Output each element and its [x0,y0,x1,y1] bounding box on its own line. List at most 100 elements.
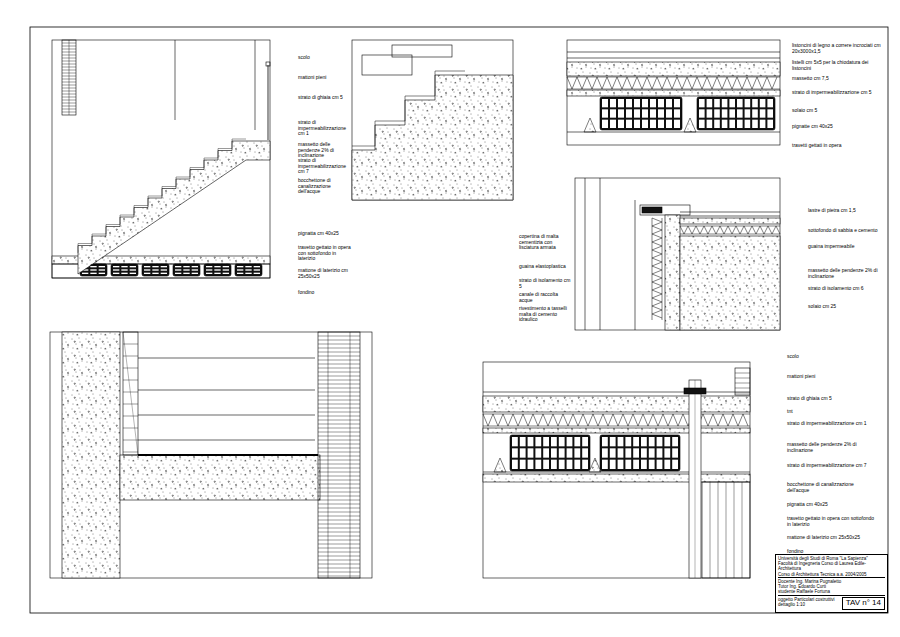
brick-joint [735,373,750,374]
brick-joint [318,572,360,573]
concrete-column [62,332,120,578]
drain-pipe [689,380,701,578]
brick-joint [62,97,76,98]
annotation-label: strato di impermeabilizzazione cm 7 [787,463,877,469]
brick-joint [62,64,76,65]
brick-joint [123,428,138,429]
title-text: TAV n° 14 [846,599,881,608]
pignatta-cell [649,460,655,469]
brick-joint [318,384,360,385]
brick-joint [62,103,76,104]
annotation-label: pignatte cm 40x25 [792,124,884,130]
pignatta-cell [567,460,573,469]
pignatta-cell [543,437,549,446]
brick-joint [62,76,76,77]
annotation-label: massetto delle pendenze 2% di inclinazio… [298,142,352,159]
pignatta-cell [192,269,198,270]
brick-joint [734,482,735,578]
pignatta-cell [528,437,534,446]
pignatta-cell [666,99,672,107]
pignatta-cell [535,437,541,446]
pignatta-cell [602,99,608,107]
pignatta-cell [618,437,624,446]
pignatta-cell [161,273,167,274]
brick-joint [62,49,76,50]
pignatta-cell [610,109,616,117]
brick-joint [318,568,360,569]
pignatta-block [142,264,169,276]
brick-joint [62,100,76,101]
insulation-layer [652,218,662,318]
pignatta-cell [666,120,672,128]
pignatta-cell [610,448,616,457]
brick-joint [318,364,360,365]
brick-joint [318,488,360,489]
stair-concrete [352,75,513,200]
pignatta-cell [130,266,136,267]
brick-joint [318,368,360,369]
pignatta-block [173,264,200,276]
pignatta-cell [664,437,670,446]
insulation-layer [483,426,750,427]
pignatta-cell [634,120,640,128]
brick-joint [318,340,360,341]
stair-finish [78,139,246,253]
brick-joint [318,432,360,433]
title-text: oggetto Particolari costruttivi dettagli… [778,597,836,607]
window-line [138,440,315,441]
pignatta-cell [650,109,656,117]
annotation-label: guaina elastoplastica [519,264,571,270]
title-block-row: Docente Ing. Marina PugnalettoTutor Ing.… [778,577,885,596]
brick-joint [318,408,360,409]
brick-joint [318,360,360,361]
pignatta-cell [121,266,127,267]
pignatta-cell [543,448,549,457]
brick-joint [62,46,76,47]
brick-wall [702,482,750,578]
pignatta-cell [707,109,713,117]
pignatta-cell [512,437,518,446]
coping-core [642,207,662,213]
brick-joint [123,404,138,405]
insulation-layer [567,89,780,90]
pignatta-cell [714,120,720,128]
detail-frame [52,40,270,278]
brick-joint [318,504,360,505]
brick-joint [318,404,360,405]
pignatta-cell [729,99,735,107]
wood-layer [567,58,780,59]
brick-joint [350,332,351,578]
pignatta-cell [602,448,608,457]
annotation-label: guaina impermeabile [808,244,886,250]
pignatta-cell [602,109,608,117]
pignatta-cell [254,266,260,267]
pignatta-cell [144,273,150,274]
concrete-slab [120,455,320,500]
brick-joint [62,43,76,44]
pignatta-cell [582,448,588,457]
pignatta-cell [760,99,766,107]
travetto-rib [584,118,596,132]
wood-layer [567,52,780,53]
pignatta-cell [206,273,212,274]
pignatta-cell [512,460,518,469]
pignatta-cell [650,120,656,128]
annotation-label: strato di ghiaia cm 5 [787,396,877,402]
sheet-number-box: TAV n° 14 [842,597,885,610]
detail-frame [352,40,513,200]
brick-joint [318,336,360,337]
title-text: Tutor Ing. Edoardo Curti [778,584,885,589]
insulation-layer [483,414,748,426]
pignatta-cell [90,266,96,267]
coping [640,205,690,215]
pignatta-cell [674,99,680,107]
pignatta-cell [99,266,105,267]
pignatta-cell [760,120,766,128]
pignatta-cell [574,448,580,457]
brick-joint [123,332,138,455]
brick-wall [318,332,360,578]
annotation-label: massetto delle pendenze 2% di inclinazio… [787,442,877,453]
brick-joint [62,82,76,83]
slab-layer [567,90,780,96]
